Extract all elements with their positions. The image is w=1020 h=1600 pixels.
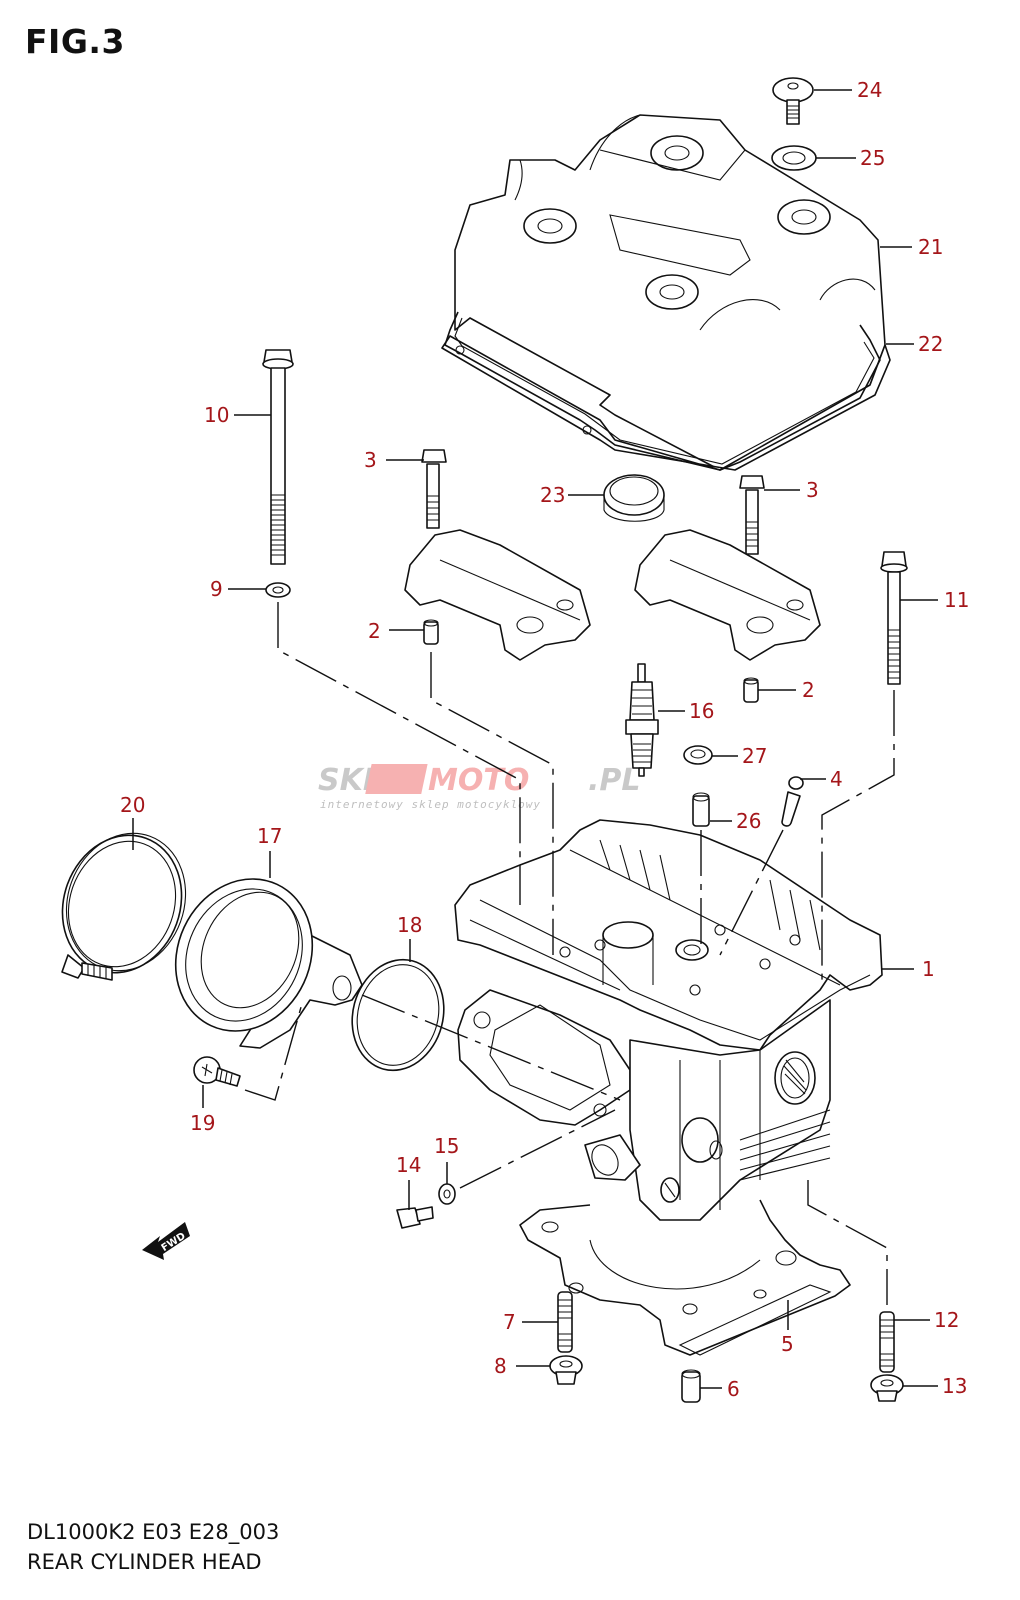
callout-5[interactable]: 5	[781, 1332, 794, 1356]
callout-labels: 1 2 2 3 3 4 5 6 7 8 9 10 11 12 13 14 15 …	[120, 78, 969, 1401]
part-26-dowel[interactable]	[692, 792, 710, 827]
part-13-nut[interactable]	[870, 1374, 904, 1402]
figure-title: FIG.3	[25, 22, 125, 61]
figure-footer: DL1000K2 E03 E28_003 REAR CYLINDER HEAD	[27, 1517, 279, 1577]
part-3-bolt-right[interactable]	[739, 475, 765, 555]
part-20-clamp[interactable]	[44, 816, 205, 989]
callout-4[interactable]: 4	[830, 767, 843, 791]
diagram-caption: REAR CYLINDER HEAD	[27, 1550, 262, 1574]
watermark-badge	[365, 764, 428, 794]
callout-1[interactable]: 1	[922, 957, 935, 981]
callout-22[interactable]: 22	[918, 332, 943, 356]
model-code: DL1000K2 E03 E28_003	[27, 1520, 280, 1544]
part-23-seal-ring[interactable]	[603, 474, 665, 522]
part-3-bolt-left[interactable]	[421, 449, 447, 529]
callout-9[interactable]: 9	[210, 577, 223, 601]
callout-16[interactable]: 16	[689, 699, 714, 723]
callout-2-left[interactable]: 2	[368, 619, 381, 643]
callout-24[interactable]: 24	[857, 78, 882, 102]
part-17-intake-pipe[interactable]	[151, 856, 363, 1053]
part-5-cylinder-gasket[interactable]	[519, 1199, 851, 1356]
callout-19[interactable]: 19	[190, 1111, 215, 1135]
watermark-46: 46	[544, 763, 587, 798]
part-2-dowel-right[interactable]	[743, 677, 759, 703]
watermark-tagline: internetowy sklep motocyklowy	[320, 798, 541, 811]
part-25-washer[interactable]	[771, 145, 817, 171]
fwd-marker: FWD	[142, 1222, 190, 1260]
part-8-nut[interactable]	[549, 1355, 583, 1385]
callout-8[interactable]: 8	[494, 1354, 507, 1378]
callout-6[interactable]: 6	[727, 1377, 740, 1401]
part-6-dowel[interactable]	[681, 1369, 701, 1403]
callout-20[interactable]: 20	[120, 793, 145, 817]
callout-25[interactable]: 25	[860, 146, 885, 170]
part-16-spark-plug[interactable]	[625, 663, 659, 777]
assembly-lines	[244, 602, 895, 1305]
part-1-cylinder-head[interactable]	[454, 819, 883, 1221]
callout-27[interactable]: 27	[742, 744, 767, 768]
arrow-forward-icon	[142, 1222, 190, 1260]
callout-14[interactable]: 14	[396, 1153, 421, 1177]
leader-lines	[132, 89, 938, 1389]
callout-21[interactable]: 21	[918, 235, 943, 259]
part-12-stud[interactable]	[879, 1311, 895, 1373]
part-4-pin[interactable]	[781, 776, 804, 827]
callout-7[interactable]: 7	[503, 1310, 516, 1334]
part-19-screw[interactable]	[193, 1056, 241, 1087]
callout-10[interactable]: 10	[204, 403, 229, 427]
part-2-dowel-left[interactable]	[423, 619, 439, 645]
callout-11[interactable]: 11	[944, 588, 969, 612]
callout-18[interactable]: 18	[397, 913, 422, 937]
part-22-gasket[interactable]	[444, 311, 881, 471]
watermark: SKLEP MOTO 46 .PL internetowy sklep moto…	[318, 763, 641, 811]
callout-13[interactable]: 13	[942, 1374, 967, 1398]
part-21-head-cover[interactable]	[441, 114, 891, 471]
part-24-bolt[interactable]	[772, 77, 814, 125]
callout-26[interactable]: 26	[736, 809, 761, 833]
camshaft-holder-right	[634, 529, 821, 661]
part-7-stud[interactable]	[557, 1291, 573, 1353]
callout-23[interactable]: 23	[540, 483, 565, 507]
watermark-moto: MOTO	[428, 763, 529, 798]
callout-12[interactable]: 12	[934, 1308, 959, 1332]
part-18-o-ring[interactable]	[340, 949, 456, 1080]
callout-2-right[interactable]: 2	[802, 678, 815, 702]
callout-3-left[interactable]: 3	[364, 448, 377, 472]
camshaft-holder-left	[404, 529, 591, 661]
part-10-bolt[interactable]	[262, 349, 294, 565]
part-15-washer[interactable]	[438, 1183, 456, 1205]
part-11-bolt[interactable]	[880, 551, 908, 685]
callout-15[interactable]: 15	[434, 1134, 459, 1158]
watermark-pl: .PL	[588, 763, 641, 798]
part-27-washer[interactable]	[683, 745, 713, 765]
part-14-bolt[interactable]	[396, 1206, 434, 1229]
callout-3-right[interactable]: 3	[806, 478, 819, 502]
part-9-washer[interactable]	[265, 582, 291, 598]
callout-17[interactable]: 17	[257, 824, 282, 848]
